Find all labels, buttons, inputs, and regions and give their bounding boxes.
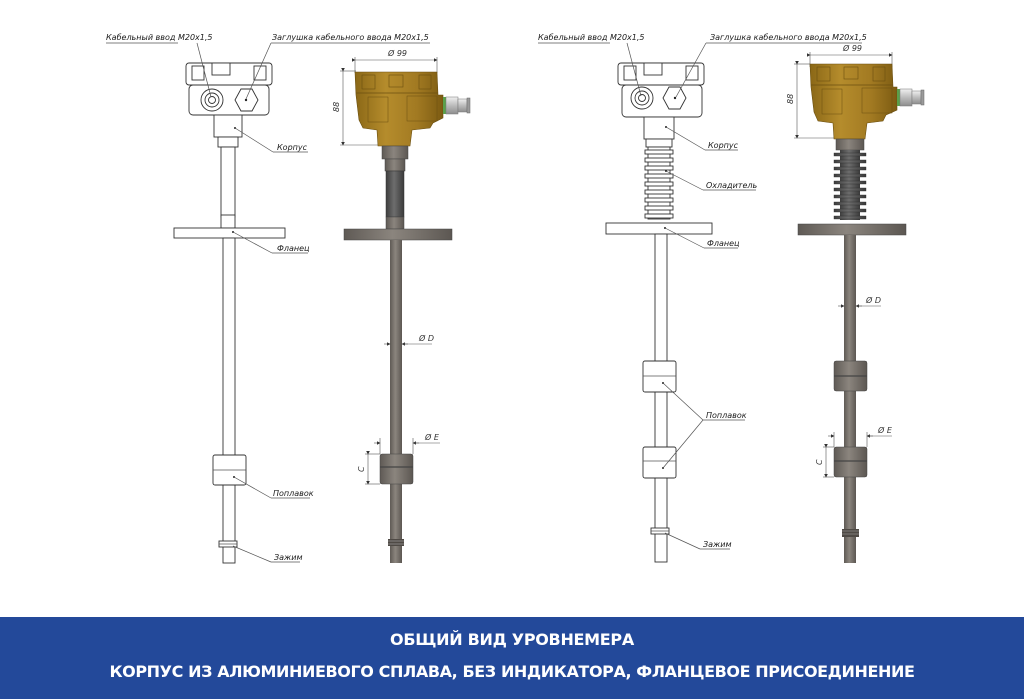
label-housing-2: Корпус [708, 141, 739, 150]
footer-banner: ОБЩИЙ ВИД УРОВНЕМЕРА КОРПУС ИЗ АЛЮМИНИЕВ… [0, 617, 1024, 699]
variant-4-render: Ø 99 88 [786, 43, 925, 563]
dim-housing-height-2: 88 [786, 94, 795, 104]
dim-rod-diameter: Ø D [418, 333, 434, 343]
variant-3-line-drawing [605, 62, 713, 563]
dim-float-height-2: C [815, 459, 824, 465]
dim-float-diameter: Ø E [424, 432, 440, 442]
dim-housing-diameter-2: Ø 99 [842, 43, 862, 53]
cooler-fins-outline [644, 149, 674, 219]
label-clamp-2: Зажим [703, 540, 731, 549]
variant-3-callouts: Кабельный ввод M20x1,5 Заглушка кабельно… [538, 33, 867, 550]
label-cable-plug: Заглушка кабельного ввода M20x1,5 [272, 33, 429, 42]
label-flange: Фланец [277, 244, 310, 253]
variant-2-render: Ø 99 88 Ø [332, 48, 471, 563]
footer-subtitle: КОРПУС ИЗ АЛЮМИНИЕВОГО СПЛАВА, БЕЗ ИНДИК… [109, 662, 915, 681]
label-float-2: Поплавок [706, 411, 747, 420]
label-flange-2: Фланец [707, 239, 740, 248]
label-float: Поплавок [273, 489, 314, 498]
level-gauge-drawing: Кабельный ввод M20x1,5 Заглушка кабельно… [106, 33, 925, 564]
label-clamp: Зажим [274, 553, 302, 562]
dim-housing-diameter: Ø 99 [387, 48, 407, 58]
label-housing: Корпус [277, 143, 308, 152]
dim-float-diameter-2: Ø E [877, 425, 893, 435]
label-cable-entry: Кабельный ввод M20x1,5 [106, 33, 213, 42]
label-cable-plug-2: Заглушка кабельного ввода M20x1,5 [710, 33, 867, 42]
dim-rod-diameter-2: Ø D [865, 295, 881, 305]
label-cooler: Охладитель [706, 181, 757, 190]
variant-1-line-drawing [173, 62, 286, 564]
footer-title: ОБЩИЙ ВИД УРОВНЕМЕРА [390, 630, 634, 649]
dim-float-height: C [357, 466, 366, 472]
dim-housing-height: 88 [332, 102, 341, 112]
variant-1-callouts: Кабельный ввод M20x1,5 Заглушка кабельно… [106, 33, 430, 563]
cooler-fins-render [833, 152, 867, 220]
label-cable-entry-2: Кабельный ввод M20x1,5 [538, 33, 645, 42]
